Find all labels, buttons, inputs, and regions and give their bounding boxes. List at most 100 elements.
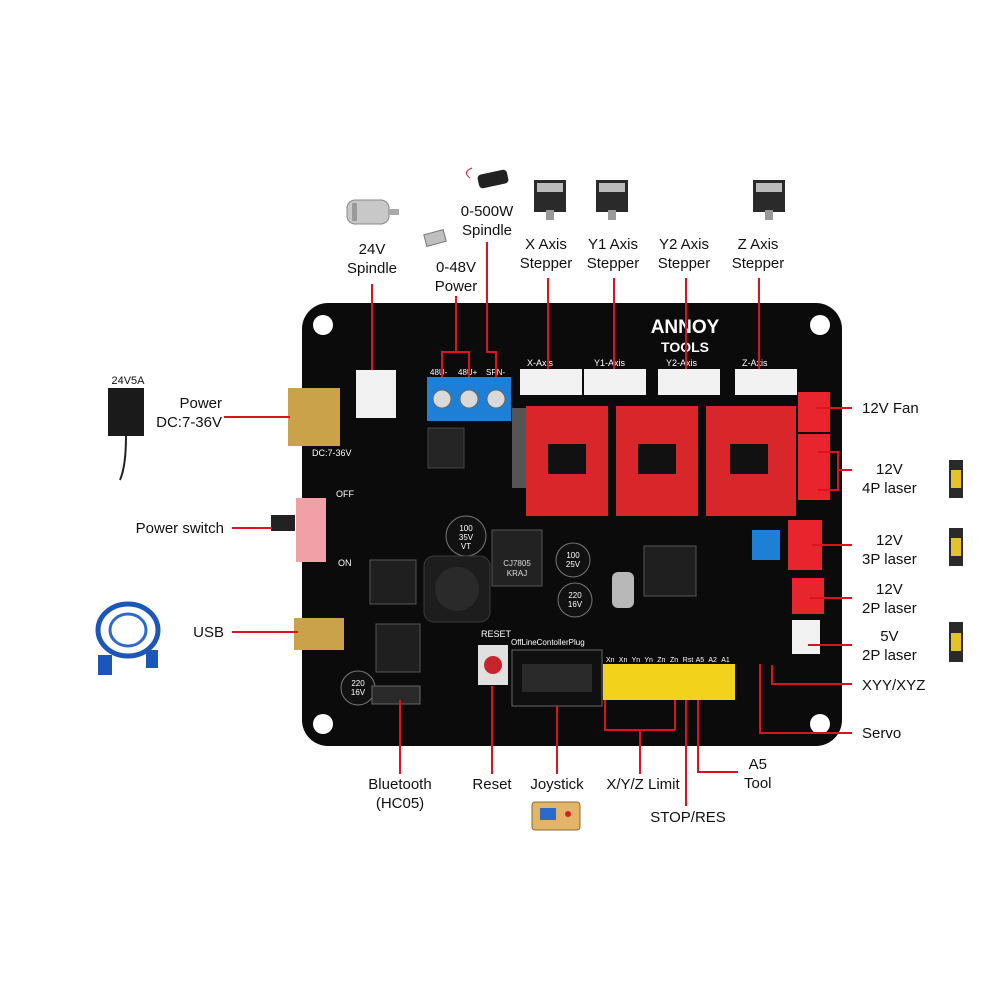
mounting-hole [810, 714, 830, 734]
label-line: Stepper [731, 255, 785, 272]
label-line: Stepper [586, 255, 640, 272]
label-12v-2p-laser: 12V 2P laser [862, 580, 917, 618]
pin-label: A1 [721, 657, 730, 664]
voltage-regulator: CJ7805 KRAJ [491, 529, 543, 587]
stepper-connector [520, 369, 582, 395]
label-line: 5V [880, 628, 899, 645]
label-line: Y2 Axis [658, 236, 710, 253]
silk-terminal-1: 48U- [430, 368, 448, 377]
stepper-connector [658, 369, 720, 395]
spindle-connector [356, 370, 396, 418]
crystal [612, 572, 634, 608]
usb-cable-icon [95, 601, 161, 675]
label-line: 24V [358, 241, 386, 258]
label-line: DC:7-36V [156, 414, 222, 431]
dc-jack [288, 388, 340, 446]
fan-connector [798, 392, 830, 432]
pin-label: Xn [606, 657, 615, 664]
laser-module-icon [949, 460, 963, 498]
label-line: 4P laser [862, 480, 917, 497]
label-line: Y1 Axis [587, 236, 639, 253]
laser-module-icon [949, 528, 963, 566]
stepper-motor-icon [534, 180, 566, 220]
label-line: Tool [744, 775, 772, 792]
jumper-blue [752, 530, 780, 560]
pin-label: Zn [670, 657, 678, 664]
label-joystick: Joystick [530, 776, 584, 793]
label-a5-tool: A5 Tool [744, 755, 772, 793]
stepper-connector [735, 369, 797, 395]
dc-motor-icon [346, 199, 399, 225]
label-line: Bluetooth [368, 776, 432, 793]
silk-off: OFF [336, 489, 354, 499]
power-switch [296, 498, 326, 562]
label-z-axis-stepper: Z Axis Stepper [732, 235, 785, 273]
silk-on: ON [338, 558, 352, 568]
label-line: Stepper [519, 255, 573, 272]
label-line: (HC05) [375, 795, 425, 812]
silk-y1-axis: Y1-Axis [594, 358, 626, 368]
label-line: Spindle [346, 260, 398, 277]
leader-line [759, 664, 852, 734]
spindle-icon [466, 167, 509, 189]
label-line: Power [434, 278, 478, 295]
label-500w-spindle: 0-500W Spindle [461, 202, 514, 240]
label-power-switch: Power switch [135, 520, 224, 537]
psu-label: 24V5A [111, 375, 145, 387]
svg-text:100: 100 [459, 524, 473, 533]
heatsink [512, 408, 526, 488]
pin-label: Zn [657, 657, 665, 664]
label-line: 0-48V [435, 259, 477, 276]
svg-text:16V: 16V [568, 600, 583, 609]
label-bluetooth: Bluetooth (HC05) [368, 775, 431, 813]
joystick-controller-icon [531, 801, 581, 831]
label-line: 12V [876, 581, 903, 598]
laser-2p-5v-connector [792, 620, 820, 654]
silk-terminal-2: 48U+ [458, 368, 478, 377]
label-line: A5 [748, 756, 767, 773]
label-line: Power [179, 395, 222, 412]
limit-header [603, 664, 735, 700]
label-048v-power: 0-48V Power [435, 258, 478, 296]
laser-module-icon [949, 622, 963, 662]
laser-2p-12v-connector [792, 578, 824, 614]
stepper-connector [584, 369, 646, 395]
label-line: Stepper [657, 255, 711, 272]
svg-text:CJ7805: CJ7805 [503, 559, 531, 568]
label-power: Power DC:7-36V [156, 394, 222, 432]
stepper-driver-x [526, 406, 608, 516]
label-12v-fan: 12V Fan [862, 400, 919, 417]
leader-lines [224, 242, 852, 806]
leader-line [441, 296, 457, 377]
power-module-icon [423, 229, 447, 247]
pin-label: Xn [619, 657, 628, 664]
ic-chip [369, 559, 417, 605]
svg-text:VT: VT [461, 542, 471, 551]
leader-line [697, 700, 738, 773]
capacitor: 220 16V [340, 670, 376, 706]
label-reset: Reset [472, 776, 512, 793]
terminal-block [427, 377, 511, 421]
pin-label: A2 [708, 657, 717, 664]
svg-text:KRAJ: KRAJ [507, 569, 527, 578]
silk-z-axis: Z-Axis [742, 358, 768, 368]
label-line: 12V [876, 461, 903, 478]
label-y1-axis-stepper: Y1 Axis Stepper [587, 235, 640, 273]
svg-text:35V: 35V [459, 533, 474, 542]
pin-label: Rst [683, 657, 694, 664]
power-adapter-icon [108, 388, 144, 481]
label-12v-3p-laser: 12V 3P laser [862, 531, 917, 569]
bluetooth-header [371, 685, 421, 705]
svg-text:220: 220 [568, 591, 582, 600]
svg-text:25V: 25V [566, 560, 581, 569]
label-line: 2P laser [862, 600, 917, 617]
label-line: 2P laser [862, 647, 917, 664]
stepper-driver-z [706, 406, 796, 516]
leader-line [456, 351, 470, 377]
stepper-motor-icon [596, 180, 628, 220]
mounting-hole [313, 315, 333, 335]
pin-label: Yn [644, 657, 653, 664]
capacitor: 100 35V VT [445, 515, 487, 557]
pin-label: A5 [696, 657, 705, 664]
